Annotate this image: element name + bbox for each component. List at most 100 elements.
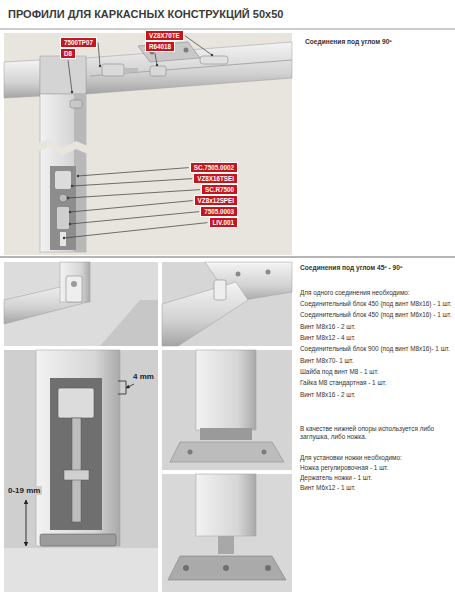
page-title: ПРОФИЛИ ДЛЯ КАРКАСНЫХ КОНСТРУКЦИЙ 50x50 bbox=[8, 8, 283, 20]
leader-line bbox=[78, 168, 189, 176]
illustration-part bbox=[170, 442, 284, 462]
illustration-part bbox=[218, 536, 234, 554]
illustration-part bbox=[86, 42, 292, 94]
illustration-part bbox=[162, 350, 292, 470]
spec-line: Винт M8x12 - 4 шт. bbox=[300, 334, 452, 342]
illustration-part bbox=[57, 207, 69, 229]
panel-45b bbox=[162, 262, 292, 346]
illustration-part bbox=[60, 262, 90, 302]
illustration-part bbox=[196, 474, 256, 536]
illustration-part bbox=[150, 66, 166, 76]
illustration-part bbox=[59, 194, 67, 202]
illustration-part bbox=[162, 282, 248, 346]
illustration-part bbox=[100, 300, 158, 346]
leader-line bbox=[155, 53, 157, 65]
spec-line: Винт M8x70- 1 шт. bbox=[300, 357, 452, 365]
part-code: VZ8X16TSEI bbox=[197, 175, 234, 182]
leader-dot bbox=[211, 54, 213, 56]
dimension-label: 0-19 mm bbox=[6, 486, 42, 495]
leader-dot bbox=[71, 91, 73, 93]
illustration-part bbox=[4, 350, 158, 592]
illustration-part bbox=[50, 378, 102, 530]
illustration-part bbox=[90, 60, 292, 76]
illustration-part bbox=[205, 262, 292, 302]
illustration-part bbox=[4, 548, 158, 592]
illustration-part bbox=[266, 270, 271, 275]
spec-line: Ножка регулировочная - 1 шт. bbox=[300, 464, 452, 472]
panel-foot bbox=[162, 474, 292, 592]
part-code-box: SC.R7500 bbox=[201, 184, 238, 195]
leader-line bbox=[70, 212, 199, 224]
spec-line: В качестве нижней опоры используется либ… bbox=[300, 425, 452, 442]
leader-dot bbox=[63, 237, 65, 239]
illustration-part bbox=[40, 534, 116, 546]
illustration-part bbox=[126, 384, 134, 388]
illustration-part bbox=[262, 450, 267, 455]
part-code-box: SC.7505.0002 bbox=[190, 162, 238, 173]
illustration-part bbox=[200, 56, 228, 64]
illustration-part bbox=[214, 280, 226, 300]
part-code-box: 7500TP07 bbox=[60, 37, 97, 48]
leader-line bbox=[68, 190, 200, 198]
illustration-part bbox=[36, 139, 90, 156]
spec-line: Для одного соединения необходимо: bbox=[300, 289, 452, 297]
leader-line bbox=[98, 43, 100, 66]
leader-dot bbox=[69, 223, 71, 225]
leader-line bbox=[185, 36, 212, 55]
leader-dot bbox=[71, 185, 73, 187]
part-code: D8 bbox=[64, 50, 72, 57]
spec-line: Винт M8x16 - 2 шт. bbox=[300, 323, 452, 331]
illustration-part bbox=[4, 33, 292, 255]
leader-line bbox=[72, 179, 192, 186]
section-heading: Соединения под углом 90º bbox=[305, 38, 392, 45]
spec-line: Винт M6x12 - 1 шт. bbox=[300, 484, 452, 492]
spec-line: Гайка M8 стандартная - 1 шт. bbox=[300, 379, 452, 387]
spec-line: Держатель ножки - 1 шт. bbox=[300, 474, 452, 482]
part-code-box: 7505.0003 bbox=[200, 206, 238, 217]
section-rule bbox=[0, 256, 455, 258]
part-code-box: D8 bbox=[60, 48, 76, 59]
illustration-part bbox=[200, 428, 252, 440]
illustration-part bbox=[196, 350, 256, 430]
leader-dot bbox=[77, 175, 79, 177]
title-rule bbox=[0, 29, 455, 30]
illustration-part bbox=[265, 565, 271, 571]
illustration-part bbox=[184, 48, 189, 53]
illustration-part bbox=[60, 232, 66, 246]
spec-line: Винт M8x16 - 2 шт. bbox=[300, 391, 452, 399]
leader-line bbox=[64, 223, 208, 238]
illustration-part bbox=[40, 94, 86, 252]
part-code: SC.7505.0002 bbox=[194, 164, 234, 171]
illustration-part bbox=[183, 565, 189, 571]
illustration-part bbox=[162, 474, 292, 592]
part-code: VZ8x12SPEI bbox=[198, 197, 234, 204]
section-heading: Соединения под углом 45º - 90º bbox=[300, 264, 452, 273]
spec-line: Шайба под винт M8 - 1 шт. bbox=[300, 368, 452, 376]
spec-line: Соединительный блок 450 (под винт M8x16)… bbox=[300, 300, 452, 308]
illustration-part bbox=[4, 262, 158, 346]
spec-line: Для установки ножки необходимо: bbox=[300, 454, 452, 462]
illustration-part bbox=[4, 60, 40, 98]
leader-dot bbox=[99, 65, 101, 67]
illustration-part bbox=[66, 276, 82, 302]
illustration-part bbox=[168, 556, 286, 580]
part-code-box: LIV.001 bbox=[209, 217, 238, 228]
part-code-box: VZ8X70TE bbox=[145, 30, 184, 41]
illustration-part bbox=[138, 42, 200, 62]
part-code: 7500TP07 bbox=[64, 39, 93, 46]
illustration-part bbox=[162, 262, 292, 346]
spec-line: Соединительный блок 900 (под винт M8x16)… bbox=[300, 345, 452, 353]
leader-line bbox=[68, 60, 72, 92]
illustration-part bbox=[55, 171, 71, 189]
part-code: R64018 bbox=[149, 43, 171, 50]
panel-45a bbox=[4, 262, 158, 346]
part-code: VZ8X70TE bbox=[149, 32, 180, 39]
leader-dot bbox=[69, 211, 71, 213]
illustration-part bbox=[102, 64, 124, 76]
illustration-part bbox=[64, 470, 89, 480]
illustration-part bbox=[70, 100, 82, 108]
panel-foot-section bbox=[4, 350, 158, 592]
illustration-part bbox=[188, 450, 193, 455]
part-code-box: VZ8X16TSEI bbox=[193, 173, 238, 184]
